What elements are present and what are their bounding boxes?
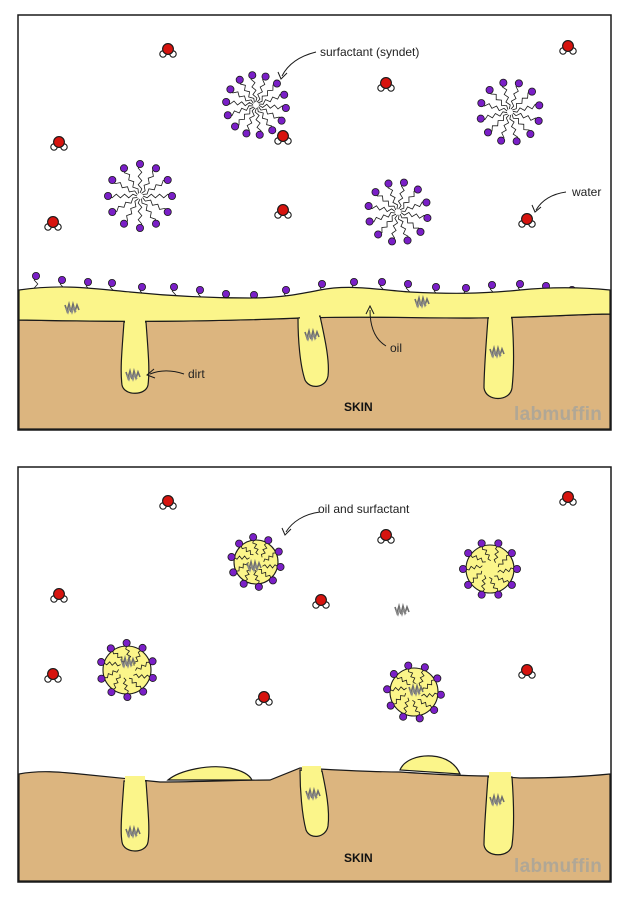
surfactant-micelle-icon (104, 159, 176, 232)
surfactant-clusters (104, 71, 544, 246)
watermark: labmuffin (514, 856, 602, 877)
top-panel: surfactant (syndet) water oil dirt SKIN … (17, 14, 612, 431)
watermark: labmuffin (514, 404, 602, 425)
label-oil: oil (390, 341, 402, 355)
label-skin: SKIN (344, 400, 373, 414)
oil-micelles (97, 533, 522, 723)
oil-micelle-icon (97, 639, 157, 701)
pore-oil-1 (120, 321, 150, 394)
surfactant-micelle-icon (222, 71, 290, 139)
label-surfactant: surfactant (syndet) (320, 45, 419, 59)
surfactant-micelle-icon (364, 178, 432, 246)
label-dirt: dirt (188, 367, 205, 381)
label-water: water (571, 185, 601, 199)
label-skin: SKIN (344, 851, 373, 865)
pore-oil-3 (483, 776, 515, 856)
oil-droplet-1 (166, 766, 253, 781)
pore-oil-1 (120, 780, 150, 852)
oil-droplet-2 (399, 755, 461, 775)
pore-oil-2 (299, 769, 330, 837)
label-oil-and-surfactant: oil and surfactant (318, 502, 410, 516)
oil-micelle-icon (227, 533, 285, 591)
oil-micelle-icon (458, 539, 522, 599)
surfactant-micelle-icon (476, 78, 544, 146)
pore-oil-3 (483, 317, 515, 400)
bottom-panel: oil and surfactant SKIN labmuffin (17, 466, 612, 883)
